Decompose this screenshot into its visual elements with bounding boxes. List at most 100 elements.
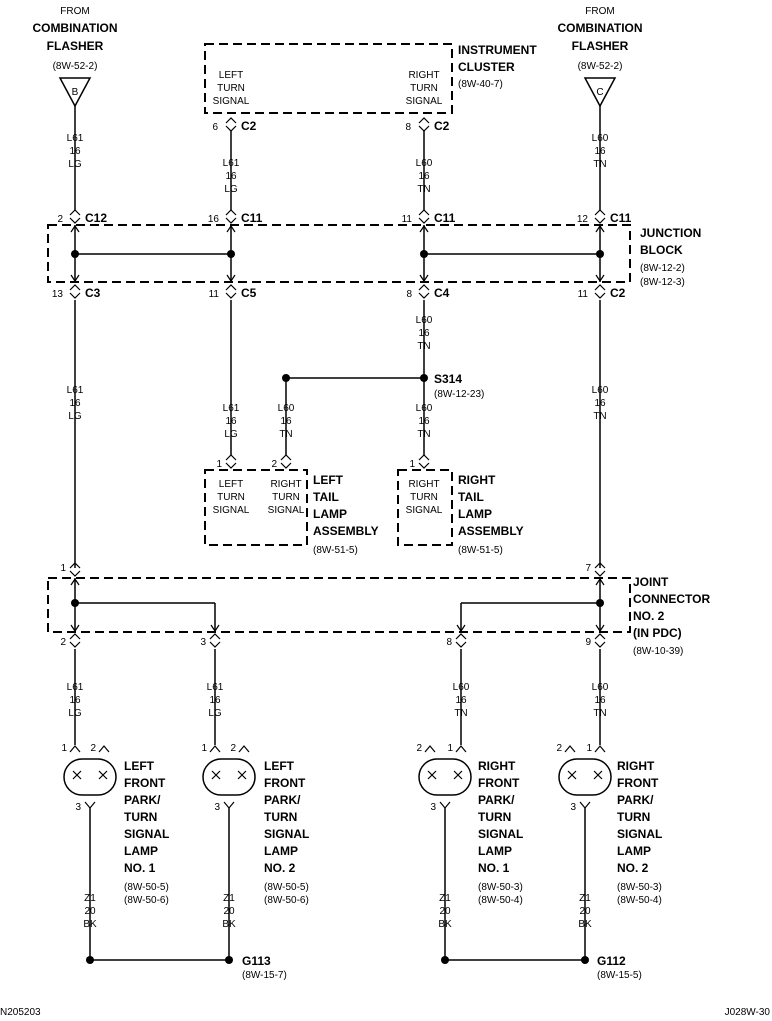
conn-name: C11 [610,211,632,225]
splice-dot [225,956,233,964]
lamp-title: LAMP [478,844,512,858]
junction-ref: (8W-12-3) [640,277,685,288]
connector-female [238,745,250,753]
tail-label: TURN [272,492,300,503]
flasher-ref: (8W-52-2) [53,61,98,72]
wire-code: Z1 [579,893,591,904]
connector-bottom [418,292,430,299]
arrow [70,624,80,633]
pin-num: 12 [577,214,589,225]
splice-dot [581,956,589,964]
arrow [210,624,220,633]
cluster-right: SIGNAL [406,96,443,107]
flasher-name: COMBINATION [32,21,117,35]
pin-num: 1 [586,743,592,754]
wire-code: Z1 [439,893,451,904]
connector-top [594,284,606,291]
wire-code: 16 [455,695,467,706]
joint-ref: (8W-10-39) [633,646,683,657]
connector-top [225,454,237,461]
junction-box [47,224,631,283]
junction-title: JUNCTION [640,226,701,240]
pin-num: 7 [585,563,591,574]
wire-code: L60 [453,682,470,693]
flasher-name: FLASHER [47,39,104,53]
connector-top [418,284,430,291]
wire-code: 16 [418,416,430,427]
wire-code: L60 [416,315,433,326]
tail-title: TAIL [313,490,339,504]
lamp-title: NO. 1 [478,861,510,875]
lamp-ref: (8W-50-4) [478,895,523,906]
joint-title: (IN PDC) [633,626,682,640]
wire-code: 16 [280,416,292,427]
pin-num: 3 [430,802,436,813]
wire-code: TN [279,429,292,440]
pin-num: 11 [578,289,589,300]
splice-dot [71,599,79,607]
connector-bottom [69,570,81,577]
splice-dot [420,250,428,258]
connector-top [69,284,81,291]
lamp-x-mark [211,770,221,780]
splice-dot [596,599,604,607]
wire-code: 16 [69,146,81,157]
wire-code: L60 [278,403,295,414]
cluster-right: RIGHT [408,70,439,81]
connector-top [69,633,81,640]
wire-code: LG [208,708,222,719]
connector-top [594,562,606,569]
wire-code: BK [222,919,236,930]
tail-label: SIGNAL [406,505,443,516]
connector-bottom [69,641,81,648]
ground-ref: (8W-15-5) [597,970,642,981]
cluster-left: LEFT [219,70,243,81]
flasher-pin: B [72,87,79,98]
lamp-title: PARK/ [124,793,161,807]
lamp-title: FRONT [617,776,659,790]
junction-ref: (8W-12-2) [640,263,685,274]
wire-code: 20 [439,906,451,917]
lamp-title: LEFT [124,759,155,773]
lamp-title: RIGHT [478,759,516,773]
lamp-title: RIGHT [617,759,655,773]
conn-name: C3 [85,286,101,300]
connector-bottom [225,217,237,224]
lamp-title: PARK/ [617,793,654,807]
wire-code: 16 [209,695,221,706]
wire-code: 16 [594,398,606,409]
wire-code: L61 [207,682,224,693]
pin-num: 3 [200,637,206,648]
lamp-x-mark [567,770,577,780]
pin-num: 11 [209,289,220,300]
lamp-x-mark [593,770,603,780]
arrow [70,274,80,283]
wire-code: BK [578,919,592,930]
wire-code: L61 [223,158,240,169]
joint-title: JOINT [633,575,669,589]
pin-num: 1 [447,743,453,754]
cluster-title: INSTRUMENT [458,43,537,57]
lamp-title: SIGNAL [617,827,662,841]
lamp-title: LAMP [264,844,298,858]
connector-female [209,745,221,753]
tail-label: LEFT [219,479,243,490]
wire-code: L60 [416,158,433,169]
lamp-x-mark [72,770,82,780]
right-tail-box [397,469,453,546]
wire-code: L60 [592,133,609,144]
tail-label: TURN [410,492,438,503]
pin-num: 2 [556,743,562,754]
connector-female [564,745,576,753]
wire-code: BK [83,919,97,930]
arrow [595,274,605,283]
lamp-x-mark [427,770,437,780]
tail-title: LEFT [313,473,344,487]
conn-name: C2 [241,119,257,133]
pin-num: 13 [52,289,64,300]
wire-code: Z1 [223,893,235,904]
arrow [595,224,605,233]
wire-code: Z1 [84,893,96,904]
lamp-ref: (8W-50-4) [617,895,662,906]
wire-code: 16 [225,171,237,182]
